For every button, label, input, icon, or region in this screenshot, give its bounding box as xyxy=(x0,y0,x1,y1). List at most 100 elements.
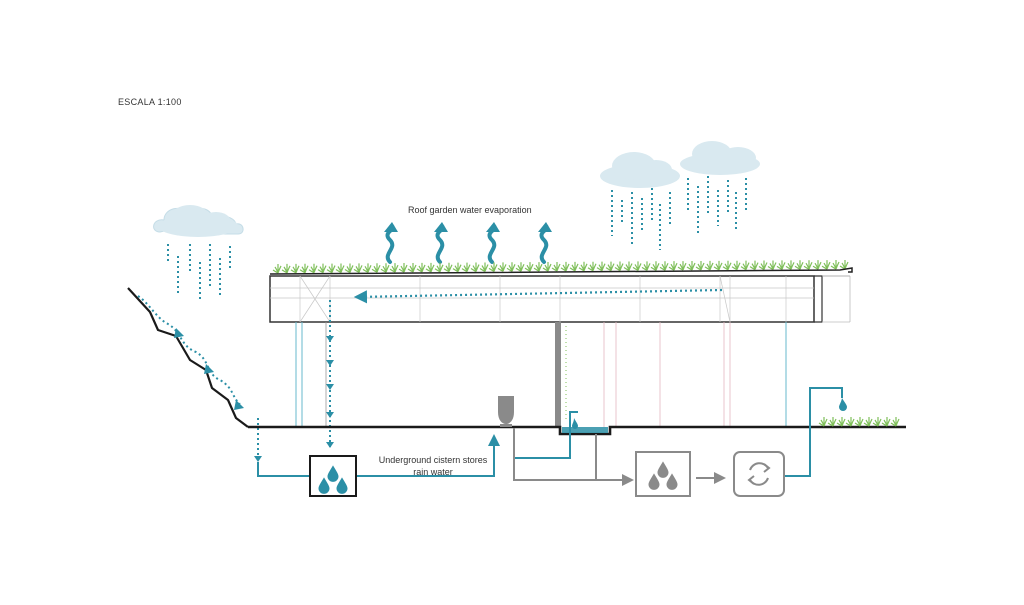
grass-tuft xyxy=(488,262,498,272)
grass-tuft xyxy=(836,417,846,427)
greywater-tank-icon xyxy=(635,451,691,497)
rainwater-cistern-icon xyxy=(309,455,357,497)
greywater-pipes xyxy=(513,428,726,486)
rainwater-pipes xyxy=(257,387,843,477)
grass-tuft xyxy=(758,260,768,271)
tap-drop-icon xyxy=(572,418,578,429)
grass-tuft xyxy=(686,261,696,271)
grass-tuft xyxy=(371,263,381,273)
grass-tuft xyxy=(272,263,282,274)
wavy-arrow-up-icon xyxy=(538,222,552,264)
grass-tuft xyxy=(461,262,471,273)
grass-tuft xyxy=(677,261,687,271)
cistern-label: Underground cistern stores rain water xyxy=(368,454,498,478)
grass-tuft xyxy=(740,260,750,271)
grass-tuft xyxy=(398,263,408,273)
grass-tuft xyxy=(623,261,633,272)
grass-tuft xyxy=(389,263,399,273)
evaporation-arrows xyxy=(384,222,552,264)
grass-tuft xyxy=(632,261,642,271)
grass-tuft xyxy=(425,262,435,273)
grass-tuft xyxy=(533,262,543,272)
grass-tuft xyxy=(317,263,327,274)
grass-tuft xyxy=(845,417,855,427)
grass-tuft xyxy=(416,262,426,273)
tap-drop-icon-garden xyxy=(839,398,847,411)
grass-tuft xyxy=(821,260,831,270)
grass-tuft xyxy=(434,262,444,273)
grass-tuft xyxy=(407,262,417,273)
rain-drops xyxy=(167,244,231,300)
roof-garden-grass xyxy=(272,259,849,274)
rain-cloud-icon-left xyxy=(153,205,244,300)
grass-tuft xyxy=(650,261,660,271)
grass-tuft xyxy=(506,262,516,272)
grass-tuft xyxy=(587,261,597,272)
columns xyxy=(295,322,787,427)
grass-tuft xyxy=(695,260,705,271)
grass-tuft xyxy=(704,260,714,271)
cistern-label-line-1: Underground cistern stores xyxy=(378,455,488,465)
grass-tuft xyxy=(641,261,651,271)
grass-tuft xyxy=(578,261,588,272)
wavy-arrow-up-icon xyxy=(384,222,398,264)
grass-tuft xyxy=(776,260,786,270)
grass-tuft xyxy=(569,261,579,272)
toilet-icon xyxy=(498,396,514,427)
grass-tuft xyxy=(344,263,354,273)
grass-tuft xyxy=(596,261,606,272)
grass-tuft xyxy=(524,262,534,272)
grass-tuft xyxy=(818,417,828,427)
scale-label: ESCALA 1:100 xyxy=(118,97,182,107)
grass-tuft xyxy=(515,262,525,272)
grass-tuft xyxy=(839,259,849,270)
grass-tuft xyxy=(722,260,732,271)
roof-structure xyxy=(269,267,853,323)
cistern-label-line-2: rain water xyxy=(413,467,453,477)
grass-tuft xyxy=(335,263,345,274)
grass-tuft xyxy=(281,263,291,274)
grass-tuft xyxy=(290,263,300,274)
grass-tuft xyxy=(470,262,480,273)
grass-tuft xyxy=(890,417,900,427)
wavy-arrow-up-icon xyxy=(486,222,500,264)
grass-tuft xyxy=(749,260,759,271)
grass-tuft xyxy=(353,263,363,273)
grass-tuft xyxy=(326,263,336,274)
hillside-slope xyxy=(127,287,262,462)
grass-tuft xyxy=(803,260,813,270)
rain-cloud-icon-right-1 xyxy=(600,152,680,250)
grass-tuft xyxy=(560,261,570,272)
grass-tuft xyxy=(299,263,309,274)
grass-tuft xyxy=(605,261,615,272)
grass-tuft xyxy=(785,260,795,270)
grass-tuft xyxy=(614,261,624,272)
grass-tuft xyxy=(854,417,864,427)
recycle-icon xyxy=(747,462,771,486)
grass-tuft xyxy=(452,262,462,273)
grass-tuft xyxy=(827,417,837,427)
grass-tuft xyxy=(812,260,822,270)
grass-tuft xyxy=(443,262,453,273)
grass-tuft xyxy=(551,261,561,272)
rain-downpipe xyxy=(326,300,334,448)
grass-tuft xyxy=(863,417,873,427)
grass-tuft xyxy=(872,417,882,427)
grass-tuft xyxy=(542,262,552,272)
grass-tuft xyxy=(794,260,804,270)
grass-tuft xyxy=(713,260,723,271)
grass-tuft xyxy=(308,263,318,274)
evaporation-label: Roof garden water evaporation xyxy=(408,205,532,215)
grass-tuft xyxy=(881,417,891,427)
water-treatment-icon xyxy=(733,451,785,497)
grass-tuft xyxy=(830,260,840,270)
grass-tuft xyxy=(497,262,507,272)
grass-tuft xyxy=(479,262,489,273)
grass-tuft xyxy=(731,260,741,271)
grass-tuft xyxy=(362,263,372,273)
grass-tuft xyxy=(380,263,390,273)
garden-grass-right xyxy=(818,417,900,427)
wavy-arrow-up-icon xyxy=(434,222,448,264)
